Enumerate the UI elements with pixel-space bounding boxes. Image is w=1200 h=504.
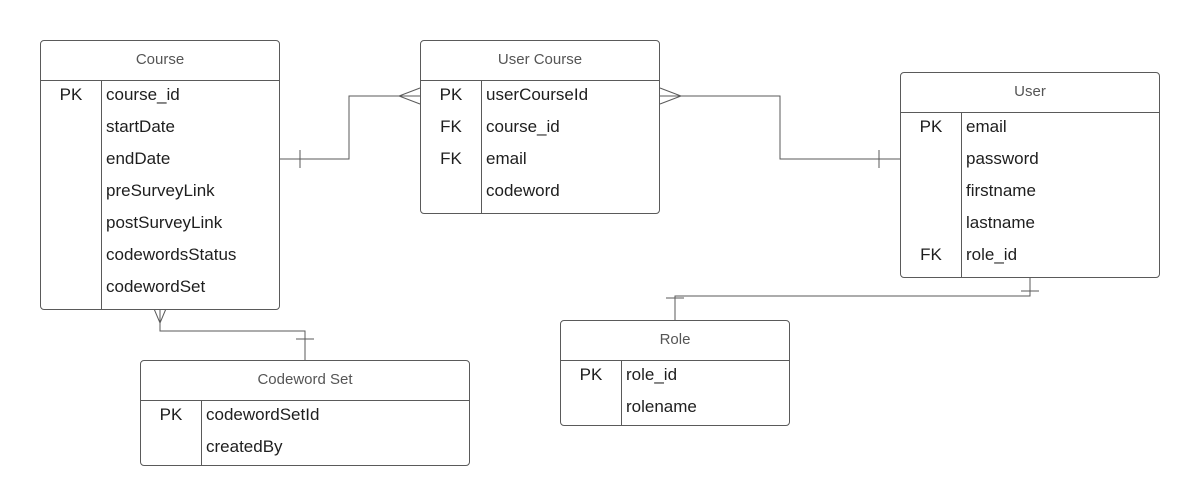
connector-course-codeword-set — [151, 303, 314, 360]
entity-title: Codeword Set — [141, 361, 469, 401]
attribute-name: codeword — [486, 181, 560, 200]
attribute-row: rolename — [561, 393, 789, 425]
key-divider — [961, 113, 962, 277]
entity-codeword-set[interactable]: Codeword Set PK codewordSetId createdBy — [140, 360, 470, 466]
attribute-row: FK role_id — [901, 241, 1159, 273]
attribute-name: endDate — [106, 149, 171, 168]
key-label — [41, 145, 101, 177]
attribute-name: postSurveyLink — [106, 213, 223, 232]
attribute-list: PK course_id startDate endDate preSurvey… — [41, 81, 279, 309]
attribute-name: rolename — [626, 397, 697, 416]
connector-user-role — [666, 272, 1039, 320]
attribute-row: firstname — [901, 177, 1159, 209]
attribute-row: PK email — [901, 113, 1159, 145]
attribute-name: lastname — [966, 213, 1035, 232]
key-label: FK — [440, 117, 462, 136]
key-label — [561, 393, 621, 425]
attribute-name: email — [486, 149, 527, 168]
key-label: PK — [919, 117, 943, 136]
entity-user[interactable]: User PK email password firstname lastnam… — [900, 72, 1160, 278]
key-label — [141, 433, 201, 465]
attribute-row: lastname — [901, 209, 1159, 241]
attribute-list: PK role_id rolename — [561, 361, 789, 425]
attribute-name: course_id — [486, 117, 560, 136]
entity-title: User Course — [421, 41, 659, 81]
key-label — [901, 209, 961, 241]
connector-user-course-user — [659, 87, 900, 168]
attribute-row: codewordsStatus — [41, 241, 279, 273]
crows-foot-many — [151, 303, 169, 325]
attribute-name: password — [966, 149, 1039, 168]
key-label: FK — [440, 149, 462, 168]
entity-role[interactable]: Role PK role_id rolename — [560, 320, 790, 426]
entity-title: User — [901, 73, 1159, 113]
key-label: PK — [159, 405, 183, 424]
attribute-name: startDate — [106, 117, 175, 136]
attribute-name: codewordSetId — [206, 405, 320, 424]
crows-foot-many — [397, 87, 421, 105]
attribute-row: startDate — [41, 113, 279, 145]
attribute-row: codeword — [421, 177, 659, 209]
key-label: PK — [59, 85, 83, 104]
key-divider — [201, 401, 202, 465]
attribute-name: role_id — [626, 365, 678, 384]
attribute-name: role_id — [966, 245, 1018, 264]
key-label — [41, 273, 101, 305]
entity-title: Role — [561, 321, 789, 361]
attribute-row: PK role_id — [561, 361, 789, 393]
attribute-name: firstname — [966, 181, 1036, 200]
attribute-row: FK course_id — [421, 113, 659, 145]
attribute-row: createdBy — [141, 433, 469, 465]
crows-foot-many — [659, 87, 683, 105]
key-divider — [101, 81, 102, 309]
attribute-name: course_id — [106, 85, 180, 104]
key-label — [41, 113, 101, 145]
attribute-row: PK course_id — [41, 81, 279, 113]
key-label — [41, 241, 101, 273]
attribute-row: endDate — [41, 145, 279, 177]
attribute-list: PK userCourseId FK course_id FK email co… — [421, 81, 659, 213]
attribute-list: PK email password firstname lastname FK … — [901, 113, 1159, 277]
attribute-name: codewordsStatus — [106, 245, 237, 264]
attribute-list: PK codewordSetId createdBy — [141, 401, 469, 465]
entity-title: Course — [41, 41, 279, 81]
key-label: FK — [920, 245, 942, 264]
key-label — [41, 209, 101, 241]
attribute-row: preSurveyLink — [41, 177, 279, 209]
attribute-row: PK userCourseId — [421, 81, 659, 113]
attribute-name: email — [966, 117, 1007, 136]
connector-course-user-course — [280, 87, 421, 168]
key-label — [421, 177, 481, 209]
key-label: PK — [439, 85, 463, 104]
attribute-row: password — [901, 145, 1159, 177]
attribute-row: FK email — [421, 145, 659, 177]
attribute-name: preSurveyLink — [106, 181, 215, 200]
attribute-row: postSurveyLink — [41, 209, 279, 241]
attribute-name: codewordSet — [106, 277, 206, 296]
key-label — [41, 177, 101, 209]
attribute-name: userCourseId — [486, 85, 589, 104]
attribute-name: createdBy — [206, 437, 283, 456]
key-divider — [481, 81, 482, 213]
attribute-row: PK codewordSetId — [141, 401, 469, 433]
key-label — [901, 145, 961, 177]
key-label: PK — [579, 365, 603, 384]
attribute-row: codewordSet — [41, 273, 279, 305]
key-label — [901, 177, 961, 209]
key-divider — [621, 361, 622, 425]
entity-course[interactable]: Course PK course_id startDate endDate pr… — [40, 40, 280, 310]
entity-user-course[interactable]: User Course PK userCourseId FK course_id… — [420, 40, 660, 214]
